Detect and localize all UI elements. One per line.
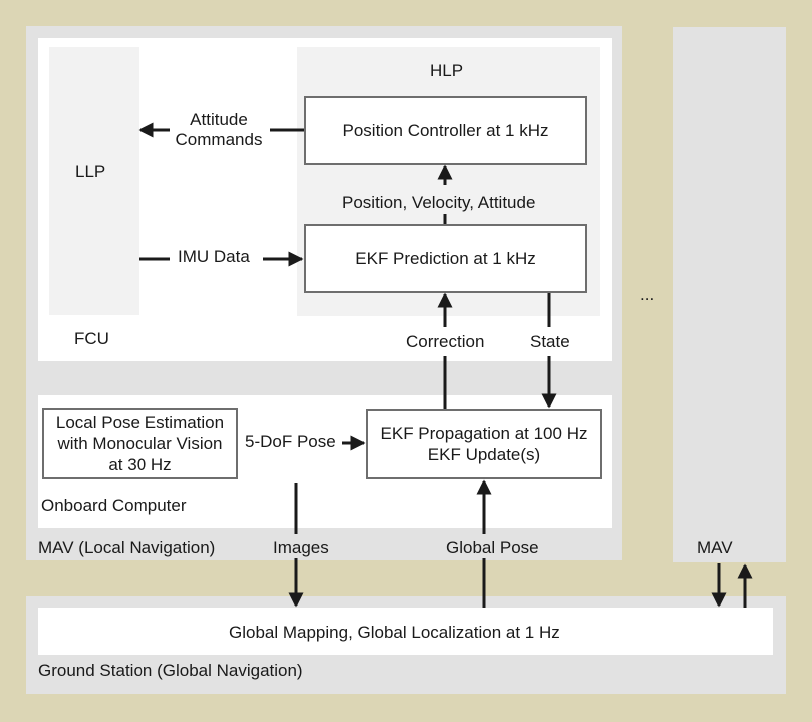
correction-label: Correction xyxy=(406,332,485,351)
pva-label: Position, Velocity, Attitude xyxy=(342,193,536,212)
attitude-commands-label: Attitude Commands xyxy=(170,110,268,150)
llp-panel xyxy=(49,47,139,315)
onboard-computer-label: Onboard Computer xyxy=(41,496,187,515)
other-mav-region xyxy=(673,27,786,562)
llp-label: LLP xyxy=(75,162,106,181)
hlp-label: HLP xyxy=(430,61,464,80)
pose-estimation-line-3: at 30 Hz xyxy=(108,455,172,474)
mav-label: MAV (Local Navigation) xyxy=(38,538,216,557)
other-mav-label: MAV xyxy=(697,538,733,557)
attitude-commands-line-2: Commands xyxy=(175,130,263,149)
state-label: State xyxy=(530,332,570,351)
ekf-propagation-line-2: EKF Update(s) xyxy=(427,445,541,464)
ekf-prediction-box: EKF Prediction at 1 kHz xyxy=(304,224,587,293)
ellipsis-label: ... xyxy=(640,285,655,304)
ekf-prediction-text: EKF Prediction at 1 kHz xyxy=(355,249,536,268)
global-pose-label: Global Pose xyxy=(446,538,539,557)
ground-mapping-label: Global Mapping, Global Localization at 1… xyxy=(229,623,560,642)
attitude-commands-line-1: Attitude xyxy=(190,110,248,129)
position-controller-box: Position Controller at 1 kHz xyxy=(304,96,587,165)
pose-estimation-box: Local Pose Estimation with Monocular Vis… xyxy=(42,408,238,479)
ekf-propagation-line-1: EKF Propagation at 100 Hz xyxy=(380,424,588,443)
imu-data-label: IMU Data xyxy=(178,247,250,266)
position-controller-text: Position Controller at 1 kHz xyxy=(342,121,549,140)
pose-estimation-line-2: with Monocular Vision xyxy=(57,434,223,453)
images-label: Images xyxy=(273,538,329,557)
ekf-propagation-box: EKF Propagation at 100 Hz EKF Update(s) xyxy=(366,409,602,479)
ground-mapping-panel xyxy=(38,608,773,655)
pose-estimation-line-1: Local Pose Estimation xyxy=(55,413,225,432)
ground-station-label: Ground Station (Global Navigation) xyxy=(38,661,303,680)
dof-pose-label: 5-DoF Pose xyxy=(245,432,336,451)
fcu-label: FCU xyxy=(74,329,109,348)
